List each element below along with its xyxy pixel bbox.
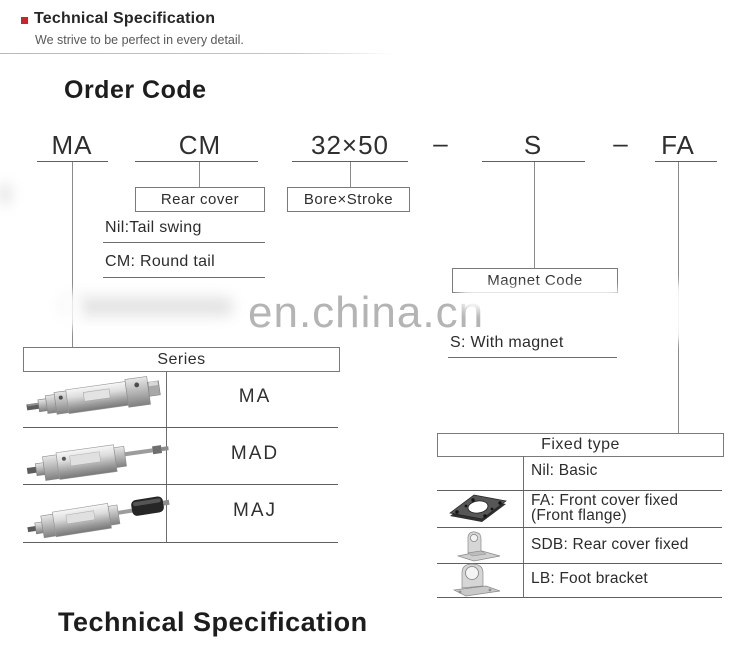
underline-rear-cover [135, 161, 258, 162]
header-divider-line [0, 53, 392, 54]
code-separator-dash: – [613, 128, 629, 158]
connector-rear-cover-line [199, 162, 200, 187]
fixed-option-nil: Nil: Basic [531, 462, 598, 479]
fixed-row-line [437, 490, 722, 491]
fixed-row-line [437, 597, 722, 598]
rear-cover-option-nil: Nil:Tail swing [105, 219, 202, 236]
series-model-label: MA [238, 386, 272, 407]
footer-section-heading: Technical Specification [58, 607, 368, 637]
foot-bracket-icon [450, 561, 504, 597]
bore-stroke-box: Bore×Stroke [287, 187, 410, 212]
magnet-option: S: With magnet [450, 334, 564, 351]
code-segment-bore-stroke: 32×50 [310, 130, 390, 160]
maj-cylinder-photo [21, 479, 174, 548]
underline-series [37, 161, 108, 162]
fixed-row-line [437, 563, 722, 564]
page-header-title: Technical Specification [34, 10, 216, 27]
watermark-text: en.china.cn [248, 288, 485, 337]
code-separator-dash: – [433, 128, 449, 158]
blurred-watermark-smudge [62, 297, 234, 316]
edge-smudge [0, 184, 10, 204]
white-blur-patch [458, 287, 623, 311]
order-code-heading: Order Code [64, 76, 207, 104]
fixed-option-fa-line1: FA: Front cover fixed [531, 492, 679, 509]
white-blur-patch [652, 283, 704, 341]
fixed-option-lb: LB: Foot bracket [531, 570, 648, 587]
option-rule [103, 277, 265, 278]
front-flange-icon [442, 492, 514, 526]
connector-magnet-line [534, 162, 535, 268]
fixed-row-line [437, 527, 722, 528]
series-row-line [23, 542, 338, 543]
fixed-option-fa-line2: (Front flange) [531, 507, 627, 524]
series-model-label: MAJ [233, 500, 277, 521]
series-box: Series [23, 347, 340, 372]
underline-bore-stroke [292, 161, 408, 162]
accent-bullet-square [21, 17, 28, 24]
underline-fixed-type [655, 161, 717, 162]
fixed-type-box: Fixed type [437, 433, 724, 457]
option-rule [448, 357, 617, 358]
fixed-type-divider [523, 456, 524, 597]
rear-cover-option-cm: CM: Round tail [105, 253, 216, 270]
fixed-option-sdb: SDB: Rear cover fixed [531, 536, 689, 553]
code-segment-rear-cover: CM [178, 130, 222, 160]
underline-magnet [482, 161, 585, 162]
white-blur-patch [58, 291, 84, 329]
code-segment-magnet: S [523, 130, 543, 160]
series-row-line [23, 427, 338, 428]
option-rule [103, 242, 265, 243]
code-segment-series: MA [51, 130, 93, 160]
page-header-subtitle: We strive to be perfect in every detail. [35, 33, 244, 47]
series-table-divider [166, 371, 167, 542]
ma-cylinder-photo [21, 364, 166, 429]
code-segment-fixed-type: FA [661, 130, 695, 160]
connector-series-line [72, 162, 73, 347]
connector-bore-stroke-line [350, 162, 351, 187]
rear-bracket-icon [452, 527, 506, 563]
rear-cover-box: Rear cover [135, 187, 265, 212]
mad-cylinder-photo [22, 424, 175, 490]
series-row-line [23, 484, 338, 485]
series-model-label: MAD [230, 443, 280, 464]
